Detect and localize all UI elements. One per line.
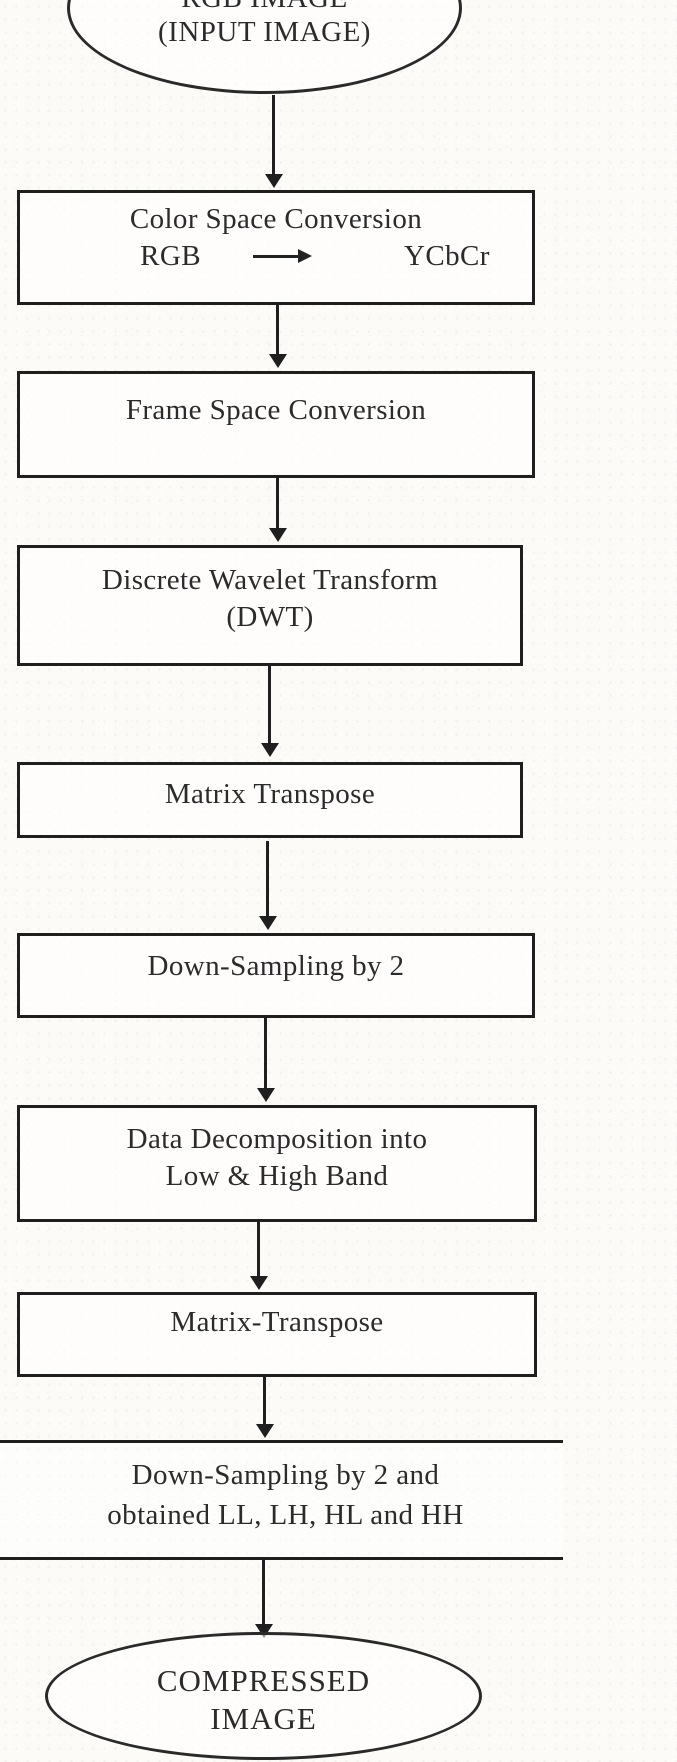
step-down-sampling-by-2-title: Down-Sampling by 2 — [147, 950, 405, 982]
compressed-image-line2: IMAGE — [210, 1701, 317, 1736]
step-color-space-conversion: Color Space Conversion RGB YCbCr — [17, 190, 535, 305]
step-data-decomposition: Data Decomposition into Low & High Band — [17, 1105, 537, 1222]
step-color-space-conversion-title: Color Space Conversion — [129, 203, 423, 235]
step-dwt-line2: (DWT) — [226, 601, 314, 633]
flow-arrow-9 — [262, 1560, 265, 1625]
ycbcr-label: YCbCr — [404, 240, 490, 272]
compressed-image-line1: COMPRESSED — [156, 1663, 371, 1698]
step-matrix-transpose-1: Matrix Transpose — [17, 762, 523, 838]
flow-arrow-5 — [266, 841, 269, 917]
compressed-image-node: COMPRESSED IMAGE — [45, 1632, 482, 1760]
input-image-line2: (INPUT IMAGE) — [158, 16, 371, 48]
step-down-sampling-subbands-line2: obtained LL, LH, HL and HH — [107, 1499, 464, 1531]
input-image-line1: RGB IMAGE — [70, 0, 459, 15]
compressed-image-node-text: COMPRESSED IMAGE — [48, 1662, 479, 1738]
step-data-decomposition-line2: Low & High Band — [165, 1160, 389, 1192]
flow-arrow-1 — [272, 95, 275, 175]
step-matrix-transpose-2-title: Matrix-Transpose — [170, 1306, 384, 1338]
input-image-node-text: RGB IMAGE (INPUT IMAGE) — [70, 0, 459, 49]
step-discrete-wavelet-transform: Discrete Wavelet Transform (DWT) — [17, 545, 523, 666]
flow-arrow-4 — [268, 666, 271, 744]
step-down-sampling-by-2: Down-Sampling by 2 — [17, 933, 535, 1018]
right-arrow-icon — [253, 249, 313, 263]
step-data-decomposition-line1: Data Decomposition into — [126, 1123, 428, 1155]
flow-arrow-2 — [276, 305, 279, 355]
step-matrix-transpose-2: Matrix-Transpose — [17, 1292, 537, 1377]
step-frame-space-conversion-title: Frame Space Conversion — [125, 394, 427, 426]
step-frame-space-conversion: Frame Space Conversion — [17, 371, 535, 478]
input-image-node: RGB IMAGE (INPUT IMAGE) — [67, 0, 462, 94]
step-matrix-transpose-1-title: Matrix Transpose — [164, 778, 376, 810]
flow-arrow-8 — [263, 1377, 266, 1425]
flow-arrow-6 — [264, 1018, 267, 1089]
flow-arrow-7 — [257, 1222, 260, 1277]
step-down-sampling-subbands: Down-Sampling by 2 and obtained LL, LH, … — [0, 1440, 563, 1560]
conversion-row: RGB YCbCr — [59, 238, 571, 275]
flow-arrow-3 — [276, 478, 279, 529]
step-dwt-line1: Discrete Wavelet Transform — [101, 564, 439, 596]
rgb-label: RGB — [140, 240, 202, 272]
step-down-sampling-subbands-line1: Down-Sampling by 2 and — [131, 1459, 440, 1491]
